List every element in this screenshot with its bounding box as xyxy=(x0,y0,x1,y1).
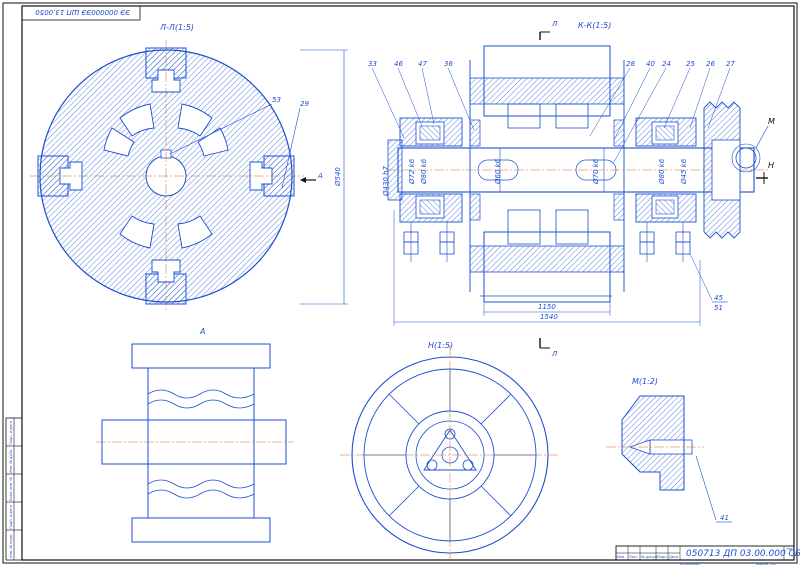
view-title-m: М(1:2) xyxy=(632,377,658,386)
strip-label-1: Подп. и дата xyxy=(9,421,13,445)
title-block: Изм. Лист № докум. Подп. Дата 050713 ДП … xyxy=(615,545,800,566)
view-title-l: Л-Л(1:5) xyxy=(159,23,194,32)
dim-k-height: Ø430 h7 xyxy=(382,165,390,197)
callout-36: 36 xyxy=(444,60,453,68)
tb-col-5: Дата xyxy=(669,555,678,559)
view-title-a: А xyxy=(199,327,205,336)
dim-bore-6: Ø45 k6 xyxy=(680,158,688,185)
tb-col-1: Изм. xyxy=(617,555,625,559)
tb-copy-label: Копировал xyxy=(680,562,700,566)
view-section-l: Л-Л(1:5) Ø540 А xyxy=(30,23,348,312)
callout-27: 27 xyxy=(726,60,735,68)
callout-40: 40 xyxy=(646,60,655,68)
callout-29: 29 xyxy=(300,100,309,108)
callout-41: 41 xyxy=(720,514,729,522)
callout-51: 51 xyxy=(714,304,723,312)
mark-m: М xyxy=(768,117,775,126)
view-a: А xyxy=(96,327,294,543)
tb-col-4: Подп. xyxy=(657,555,668,559)
k-callouts: 33 46 47 36 28 40 24 25 26 27 xyxy=(368,60,735,163)
callout-46: 46 xyxy=(394,60,403,68)
callout-25: 25 xyxy=(686,60,695,68)
callout-53: 53 xyxy=(272,96,281,104)
strip-label-4: Подп. и дата xyxy=(9,505,13,529)
view-section-k: К-К(1:5) Л Л xyxy=(368,20,775,358)
tb-format-label: Формат А1 xyxy=(756,562,776,566)
stamp-code: ЭЭ 000000ЭЭ ШП 13.0050 xyxy=(35,8,131,16)
callout-45: 45 xyxy=(714,294,723,302)
callout-28: 28 xyxy=(626,60,635,68)
dim-bore-5: Ø80 k6 xyxy=(658,158,666,185)
mark-l-bottom: Л xyxy=(551,350,558,358)
side-strip: Подп. и дата Инв. № дубл. Взам. инв. № П… xyxy=(5,417,23,561)
view-title-k: К-К(1:5) xyxy=(578,21,611,30)
mark-l-top: Л xyxy=(551,20,558,28)
strip-label-5: Инв. № подл. xyxy=(9,534,13,558)
dim-bore-1: Ø72 k6 xyxy=(408,158,416,185)
tb-col-2: Лист xyxy=(629,555,638,559)
tb-col-3: № докум. xyxy=(641,555,658,559)
callout-26: 26 xyxy=(706,60,715,68)
arrow-a-label: А xyxy=(317,172,323,180)
view-n: Н(1:5) xyxy=(340,341,560,560)
dim-total-len: 1540 xyxy=(540,313,558,321)
strip-label-3: Взам. инв. № xyxy=(9,477,13,501)
strip-label-2: Инв. № дубл. xyxy=(9,449,13,473)
view-title-n: Н(1:5) xyxy=(428,341,453,350)
mark-n: Н xyxy=(768,161,774,170)
dim-inner-len: 1150 xyxy=(538,303,556,311)
callout-33: 33 xyxy=(368,60,377,68)
top-stamp: ЭЭ 000000ЭЭ ШП 13.0050 xyxy=(21,5,141,21)
dim-bore-4: Ø70 k6 xyxy=(592,158,600,185)
dim-bore-2: Ø80 k6 xyxy=(420,158,428,185)
callout-24: 24 xyxy=(662,60,671,68)
view-m: М(1:2) 41 xyxy=(606,377,732,523)
callout-47: 47 xyxy=(418,60,427,68)
tb-designation: 050713 ДП 03.00.000 СБ xyxy=(686,549,800,559)
tb-sheet-label: Лист xyxy=(786,547,795,551)
dim-bore-3: Ø60 k6 xyxy=(494,158,502,185)
drawing-frame xyxy=(21,5,795,561)
dim-left-diameter: Ø540 xyxy=(334,167,342,187)
